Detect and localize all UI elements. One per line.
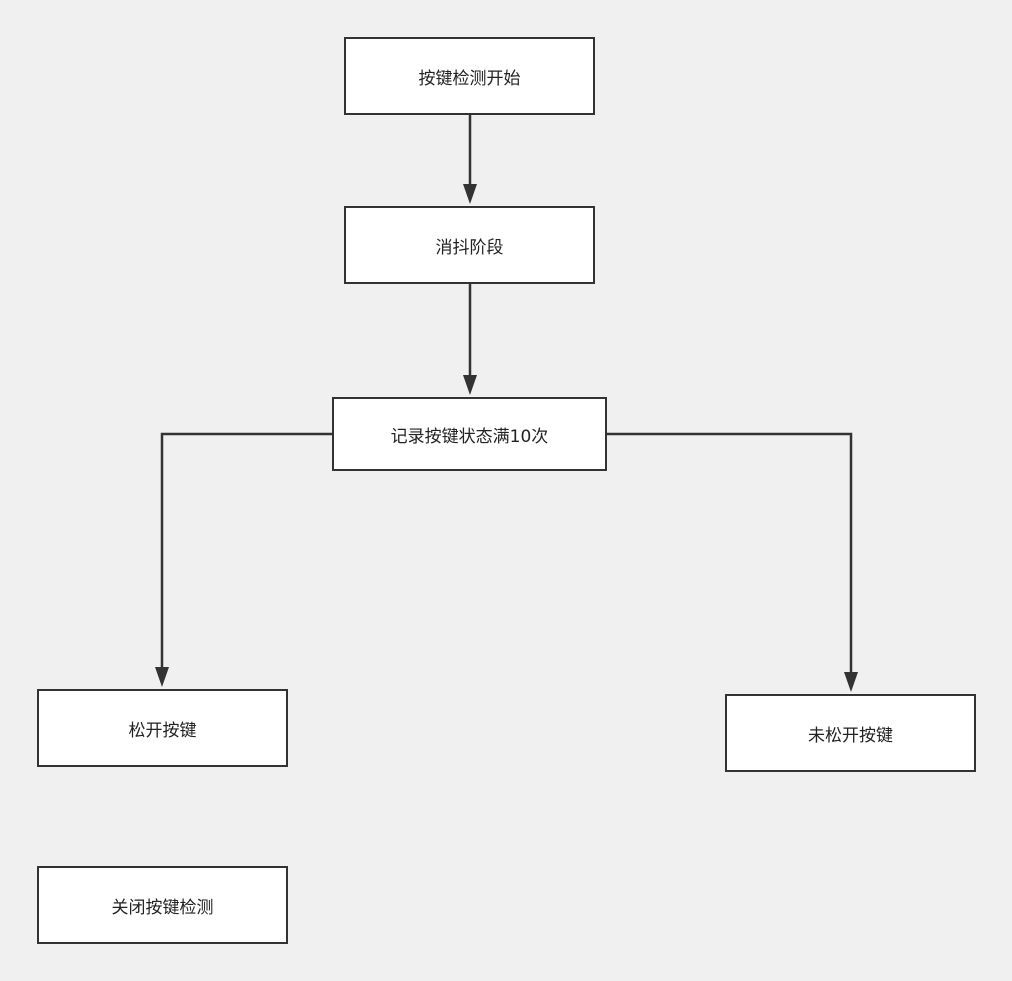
node-label: 消抖阶段	[435, 237, 504, 258]
node-key-released: 松开按键	[37, 689, 288, 767]
node-label: 按键检测开始	[418, 68, 521, 89]
node-record-key-state: 记录按键状态满10次	[332, 397, 607, 471]
node-close-key-detect: 关闭按键检测	[37, 866, 288, 944]
node-debounce-stage: 消抖阶段	[344, 206, 595, 284]
node-label: 记录按键状态满10次	[390, 426, 549, 447]
node-label: 松开按键	[128, 720, 197, 741]
edge-debounce-to-record	[463, 284, 477, 395]
node-label: 未松开按键	[808, 725, 893, 746]
edge-record-to-release	[155, 432, 332, 687]
node-label: 关闭按键检测	[111, 897, 214, 918]
node-key-not-released: 未松开按键	[725, 694, 976, 772]
node-key-detect-start: 按键检测开始	[344, 37, 595, 115]
edge-record-to-not-release	[607, 432, 858, 692]
edge-start-to-debounce	[463, 115, 477, 204]
